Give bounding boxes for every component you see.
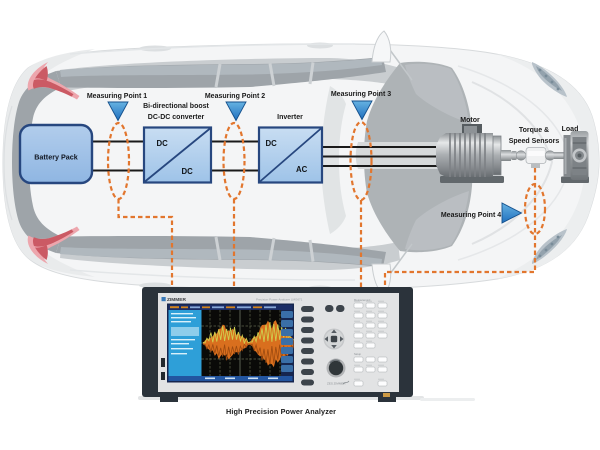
- svg-text:Measuring Point 1: Measuring Point 1: [87, 93, 147, 100]
- svg-text:Measuring Point 2: Measuring Point 2: [205, 93, 265, 100]
- svg-text:Inverter: Inverter: [277, 114, 303, 121]
- svg-text:Setup: Setup: [354, 352, 362, 356]
- svg-text:Battery Pack: Battery Pack: [34, 153, 78, 162]
- svg-text:DC: DC: [266, 139, 278, 148]
- svg-text:AC: AC: [296, 165, 308, 174]
- svg-text:DC-DC converter: DC-DC converter: [148, 114, 205, 121]
- svg-text:Motor: Motor: [460, 117, 480, 124]
- svg-text:DC: DC: [157, 139, 169, 148]
- svg-text:ZES ZIMMER: ZES ZIMMER: [327, 382, 346, 386]
- svg-text:Measuring Point 3: Measuring Point 3: [331, 91, 391, 98]
- svg-text:Load: Load: [562, 126, 579, 133]
- svg-text:Torque &: Torque &: [519, 127, 549, 134]
- svg-text:Measurement: Measurement: [354, 298, 371, 302]
- svg-text:ZIMMER: ZIMMER: [167, 297, 186, 303]
- svg-text:Measuring Point 4: Measuring Point 4: [441, 212, 501, 219]
- svg-text:High Precision Power Analyzer: High Precision Power Analyzer: [226, 407, 336, 416]
- svg-text:DC: DC: [182, 167, 194, 176]
- svg-text:Precision Power Analyzer LMG: Precision Power Analyzer LMG671: [256, 298, 303, 302]
- svg-text:Speed Sensors: Speed Sensors: [509, 138, 560, 145]
- svg-text:Bi-directional boost: Bi-directional boost: [143, 103, 209, 110]
